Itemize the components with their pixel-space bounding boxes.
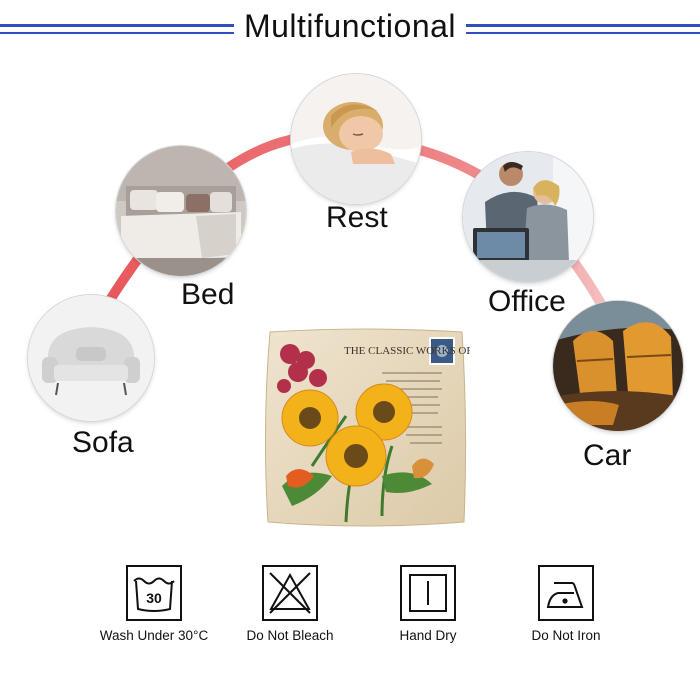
car-seats-photo <box>553 301 683 431</box>
do-not-bleach-icon <box>262 565 318 621</box>
care-label-hand-dry: Hand Dry <box>399 628 457 643</box>
care-label-bleach: Do Not Bleach <box>246 628 334 643</box>
hand-dry-icon <box>400 565 456 621</box>
usage-label-car: Car <box>583 439 632 472</box>
do-not-iron-icon <box>538 565 594 621</box>
header-rule-left <box>0 24 236 27</box>
office-workers-photo <box>463 152 593 282</box>
wash-30-icon: 30 <box>126 565 182 621</box>
header-rule-right <box>462 24 700 27</box>
usage-label-office: Office <box>488 285 566 318</box>
header-rule-right-thin <box>462 32 700 34</box>
page-title: Multifunctional <box>0 8 700 45</box>
sunflower-pillow-image: THE CLASSIC WORKS OF ART <box>262 326 496 528</box>
sofa-photo <box>28 295 154 421</box>
usage-label-sofa: Sofa <box>72 426 134 459</box>
usage-label-bed: Bed <box>181 278 235 311</box>
header-rule-left-thin <box>0 32 236 34</box>
care-label-iron: Do Not Iron <box>531 628 601 643</box>
pillow-print-heading: THE CLASSIC WORKS OF ART <box>344 345 470 357</box>
sleeping-woman-photo <box>291 74 421 204</box>
usage-label-rest: Rest <box>326 201 388 234</box>
svg-text:30: 30 <box>146 590 162 606</box>
care-label-wash: Wash Under 30°C <box>99 628 209 643</box>
bed-photo <box>116 146 246 276</box>
